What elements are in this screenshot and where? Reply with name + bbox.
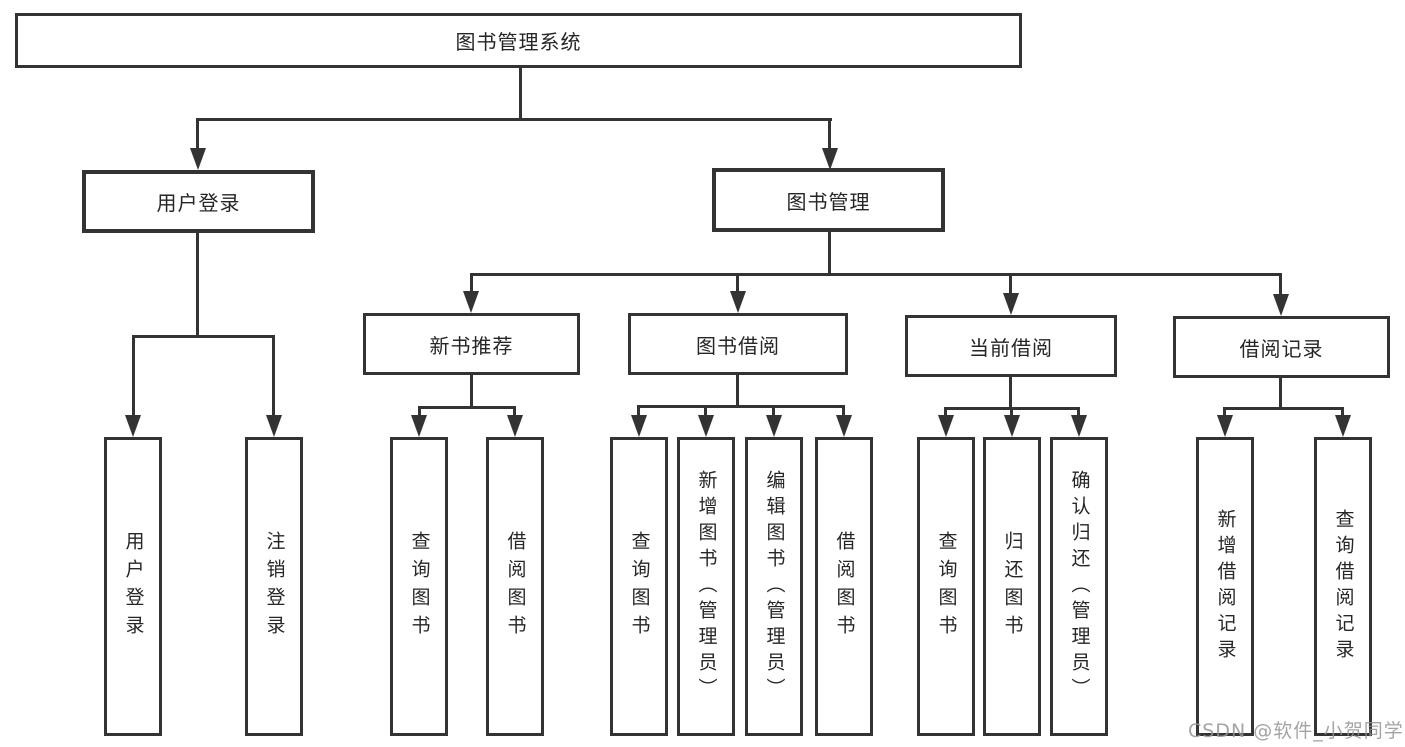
arrowhead — [766, 415, 782, 437]
node-book-management-label: 图书管理 — [786, 189, 871, 214]
leaf-add-borrow-record: 新增借阅记录 — [1196, 437, 1254, 736]
arrowhead — [411, 415, 427, 437]
node-borrow-records-label: 借阅记录 — [1239, 336, 1324, 361]
connector-root-drop-left — [196, 118, 199, 148]
connector-borrow-bar — [637, 405, 845, 408]
connector-recommend-bar — [418, 406, 516, 409]
connector-current-drop-2 — [1010, 407, 1013, 415]
connector-userlogin-bar — [132, 335, 275, 338]
node-borrow-records: 借阅记录 — [1173, 316, 1390, 378]
arrowhead — [190, 148, 206, 170]
arrowhead — [266, 415, 282, 437]
leaf-query-books-recommend-label: 查询图书 — [408, 530, 431, 643]
leaf-borrow-books: 借阅图书 — [815, 437, 873, 736]
arrowhead — [1071, 415, 1087, 437]
leaf-query-books-current: 查询图书 — [917, 437, 975, 736]
watermark-text: CSDN @软件_小贺同学 — [1188, 720, 1404, 742]
node-root-label: 图书管理系统 — [455, 30, 582, 54]
connector-recommend-drop-2 — [513, 406, 516, 415]
connector-records-bar — [1223, 407, 1343, 410]
arrowhead — [836, 415, 852, 437]
arrowhead — [1004, 415, 1020, 437]
leaf-edit-books-admin: 编辑图书（管理员） — [745, 437, 803, 736]
leaf-query-books-recommend: 查询图书 — [390, 437, 448, 736]
connector-borrow-drop-4 — [842, 405, 845, 415]
leaf-borrow-books-recommend-label: 借阅图书 — [504, 530, 527, 643]
node-current-borrow: 当前借阅 — [905, 315, 1117, 377]
connector-current-drop-3 — [1077, 407, 1080, 415]
connector-borrow-drop-3 — [772, 405, 775, 415]
arrowhead — [730, 291, 746, 313]
leaf-user-login: 用户登录 — [104, 437, 162, 736]
connector-mgmt-drop-2 — [736, 273, 739, 291]
leaf-query-borrow-record-label: 查询借阅记录 — [1332, 508, 1355, 665]
leaf-user-login-label: 用户登录 — [122, 530, 145, 643]
node-new-book-recommend-label: 新书推荐 — [429, 333, 514, 358]
connector-records-drop-2 — [1341, 407, 1344, 415]
node-user-login-label: 用户登录 — [156, 191, 241, 215]
connector-mgmt-drop-3 — [1009, 273, 1012, 293]
leaf-logout: 注销登录 — [245, 437, 303, 736]
connector-userlogin-drop-2 — [272, 335, 275, 415]
node-book-borrow-label: 图书借阅 — [696, 333, 780, 358]
leaf-confirm-return-admin-label: 确认归还（管理员） — [1068, 469, 1091, 704]
connector-userlogin-drop-1 — [132, 335, 135, 415]
node-root: 图书管理系统 — [15, 13, 1022, 68]
connector-mgmt-drop-4 — [1279, 273, 1282, 294]
connector-userlogin-stem — [196, 233, 199, 335]
connector-root-stem — [519, 68, 522, 118]
arrowhead — [938, 415, 954, 437]
arrowhead — [507, 415, 523, 437]
arrowhead — [1003, 293, 1019, 315]
connector-root-bar — [196, 118, 832, 121]
connector-current-drop-1 — [944, 407, 947, 415]
connector-root-drop-right — [828, 118, 831, 148]
leaf-return-books-label: 归还图书 — [1001, 530, 1024, 643]
connector-borrow-drop-1 — [637, 405, 640, 415]
leaf-query-books-borrow-label: 查询图书 — [628, 530, 651, 643]
leaf-query-books-current-label: 查询图书 — [935, 530, 958, 643]
leaf-query-borrow-record: 查询借阅记录 — [1314, 437, 1372, 736]
connector-mgmt-bar — [470, 273, 1282, 276]
arrowhead — [1335, 415, 1351, 437]
leaf-return-books: 归还图书 — [983, 437, 1041, 736]
arrowhead — [631, 415, 647, 437]
leaf-add-books-admin-label: 新增图书（管理员） — [695, 469, 718, 704]
leaf-confirm-return-admin: 确认归还（管理员） — [1050, 437, 1108, 736]
leaf-logout-label: 注销登录 — [263, 530, 286, 643]
connector-recommend-stem — [470, 375, 473, 406]
leaf-add-books-admin: 新增图书（管理员） — [677, 437, 735, 736]
arrowhead — [1217, 415, 1233, 437]
connector-mgmt-stem — [828, 232, 831, 273]
node-user-login: 用户登录 — [82, 170, 315, 233]
node-new-book-recommend: 新书推荐 — [363, 313, 580, 375]
connector-mgmt-drop-1 — [470, 273, 473, 291]
connector-borrow-drop-2 — [704, 405, 707, 415]
leaf-edit-books-admin-label: 编辑图书（管理员） — [763, 469, 786, 704]
node-book-management: 图书管理 — [712, 168, 945, 232]
leaf-query-books-borrow: 查询图书 — [610, 437, 668, 736]
arrowhead — [698, 415, 714, 437]
arrowhead — [1273, 294, 1289, 316]
arrowhead — [822, 148, 838, 170]
connector-recommend-drop-1 — [418, 406, 421, 415]
arrowhead — [463, 291, 479, 313]
connector-borrow-stem — [736, 375, 739, 405]
leaf-add-borrow-record-label: 新增借阅记录 — [1214, 508, 1237, 665]
arrowhead — [125, 415, 141, 437]
node-book-borrow: 图书借阅 — [628, 313, 848, 375]
connector-current-stem — [1009, 377, 1012, 407]
node-current-borrow-label: 当前借阅 — [969, 335, 1053, 360]
connector-records-stem — [1279, 378, 1282, 407]
leaf-borrow-books-recommend: 借阅图书 — [486, 437, 544, 736]
connector-records-drop-1 — [1223, 407, 1226, 415]
leaf-borrow-books-label: 借阅图书 — [833, 530, 856, 643]
